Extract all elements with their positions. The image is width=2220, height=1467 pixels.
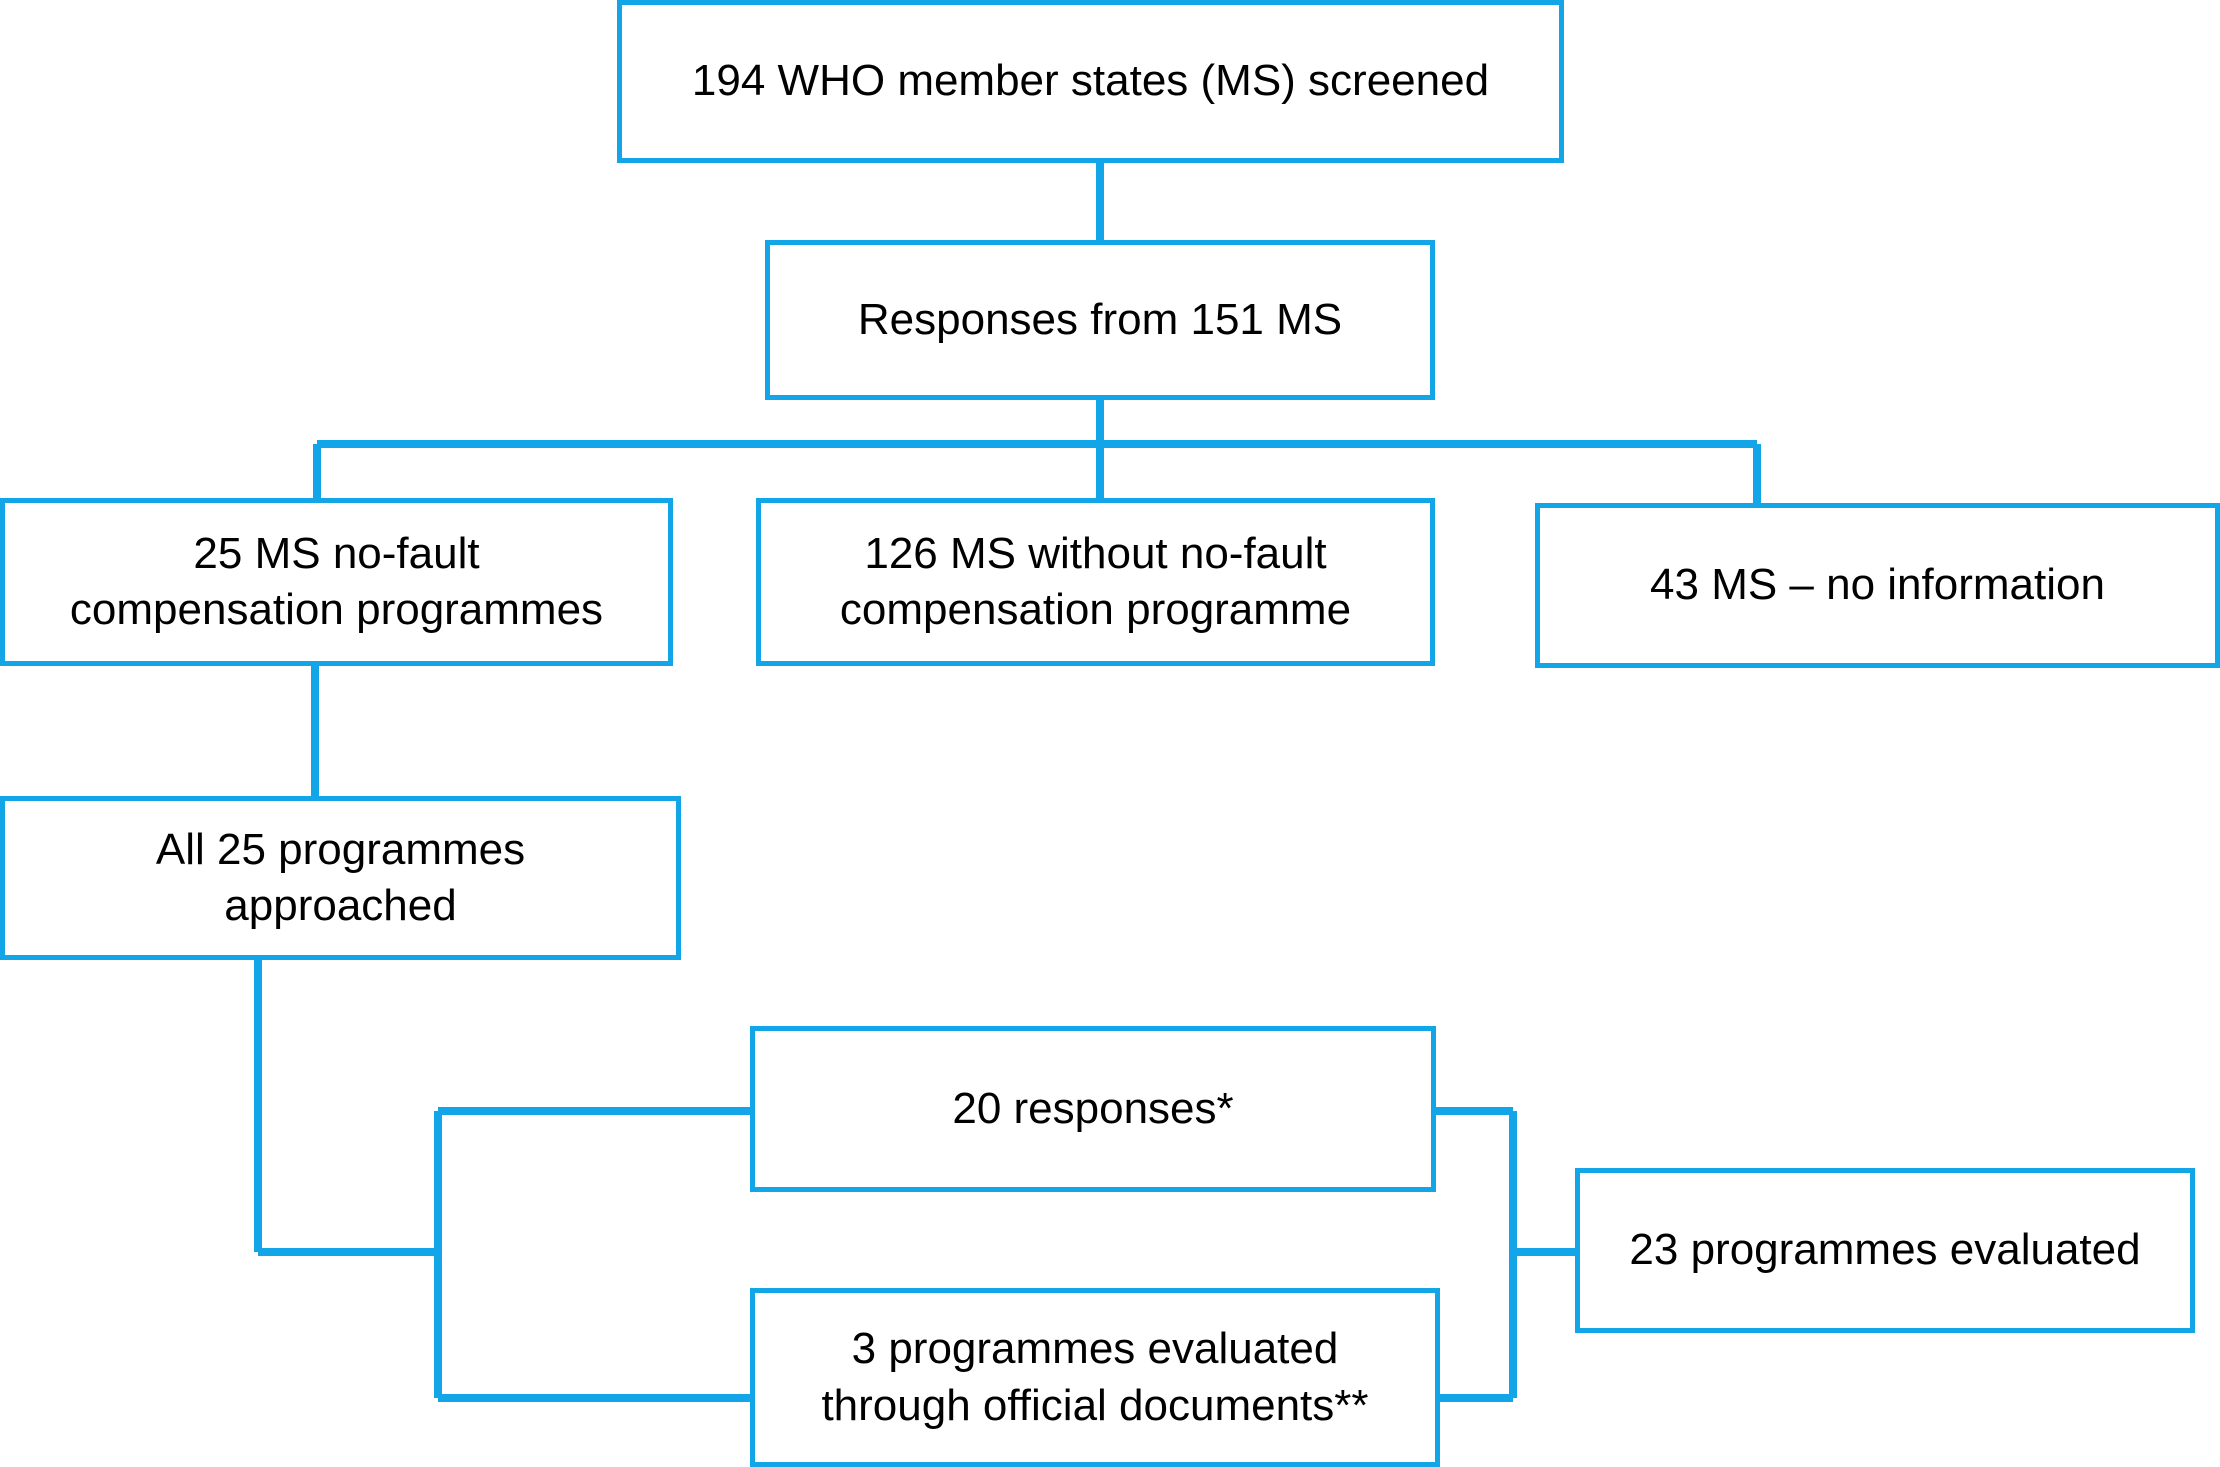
node-responses-20: 20 responses*	[750, 1026, 1436, 1192]
node-no-information-label: 43 MS – no information	[1650, 560, 2105, 610]
node-evaluated-23-label: 23 programmes evaluated	[1629, 1225, 2141, 1275]
node-approached-label: All 25 programmes approached	[155, 824, 526, 930]
node-approached: All 25 programmes approached	[0, 796, 681, 960]
node-without-programme-label: 126 MS without no-fault compensation pro…	[839, 528, 1352, 634]
node-no-information: 43 MS – no information	[1535, 503, 2220, 668]
node-evaluated-23: 23 programmes evaluated	[1575, 1168, 2195, 1333]
node-with-programmes-label: 25 MS no-fault compensation programmes	[69, 528, 604, 634]
node-screened-label: 194 WHO member states (MS) screened	[691, 56, 1490, 106]
node-without-programme: 126 MS without no-fault compensation pro…	[756, 498, 1435, 666]
node-official-documents-label: 3 programmes evaluated through official …	[821, 1324, 1369, 1430]
node-responses: Responses from 151 MS	[765, 240, 1435, 400]
node-with-programmes: 25 MS no-fault compensation programmes	[0, 498, 673, 666]
node-screened: 194 WHO member states (MS) screened	[617, 0, 1564, 163]
node-responses-label: Responses from 151 MS	[857, 294, 1343, 344]
node-responses-20-label: 20 responses*	[952, 1083, 1234, 1133]
node-official-documents: 3 programmes evaluated through official …	[750, 1288, 1440, 1467]
